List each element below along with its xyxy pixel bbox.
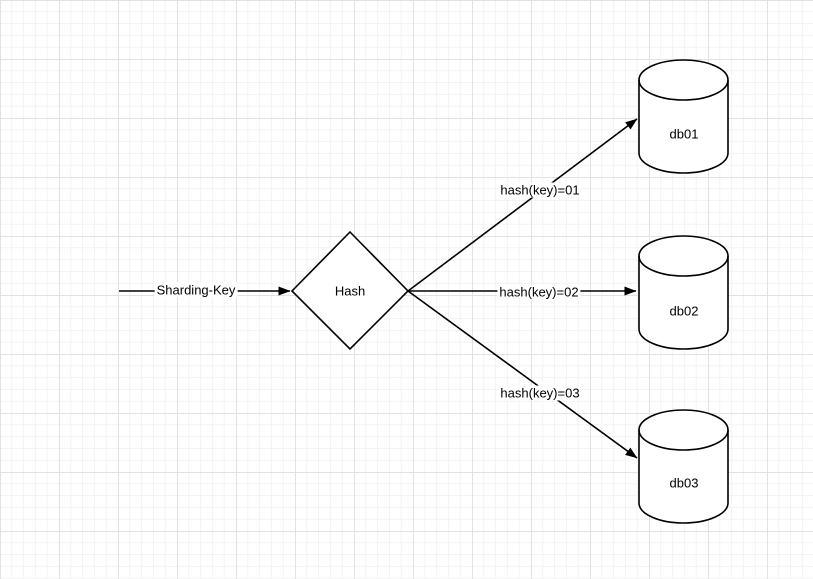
edge-hash-to-db03[interactable] xyxy=(407,290,638,459)
edge-label-hash-key-02[interactable]: hash(key)=02 xyxy=(497,284,581,300)
sharding-key-label[interactable]: Sharding-Key xyxy=(154,282,238,298)
hash-node-label[interactable]: Hash xyxy=(334,283,366,299)
hash-diamond-shape[interactable] xyxy=(290,230,410,351)
db01-cylinder-shape[interactable] xyxy=(638,59,729,174)
db03-cylinder-shape[interactable] xyxy=(638,409,729,524)
db02-label[interactable]: db02 xyxy=(669,303,699,319)
edge-hash-to-db01[interactable] xyxy=(407,118,638,292)
db03-label[interactable]: db03 xyxy=(669,475,699,491)
edge-label-hash-key-01[interactable]: hash(key)=01 xyxy=(498,182,582,198)
edge-label-hash-key-03[interactable]: hash(key)=03 xyxy=(498,385,582,401)
db01-label[interactable]: db01 xyxy=(669,126,699,142)
db02-cylinder-shape[interactable] xyxy=(638,235,729,350)
